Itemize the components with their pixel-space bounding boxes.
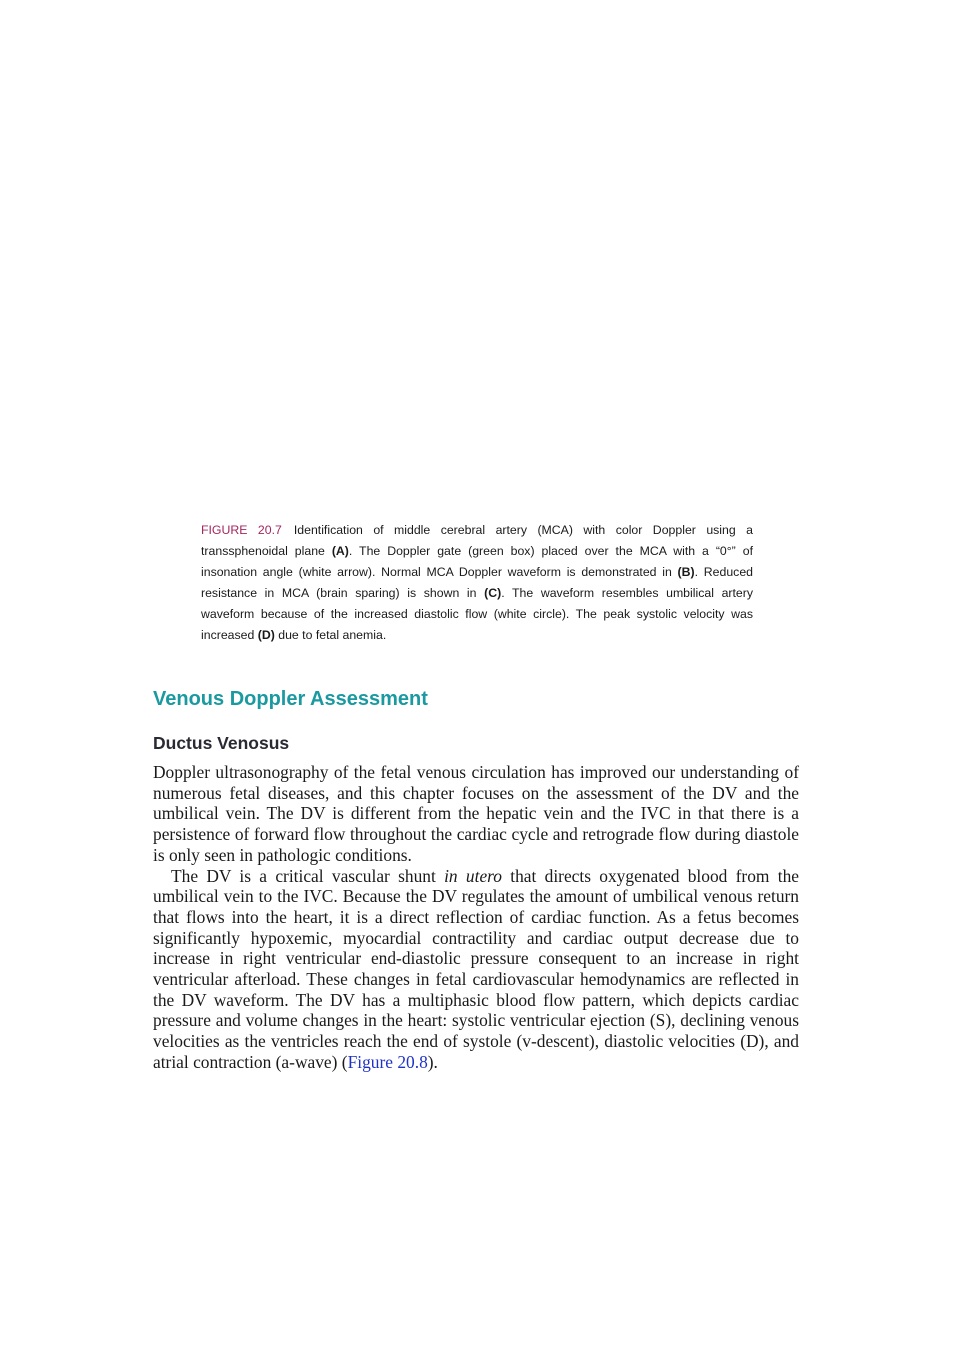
paragraph-text: The DV is a critical vascular shunt	[171, 865, 445, 886]
panel-reference: (C)	[484, 586, 502, 600]
paragraph-text: ).	[427, 1051, 438, 1072]
caption-text: . The Doppler gate (green box) placed ov…	[201, 544, 753, 579]
paragraph-text: that directs oxygenated blood from the u…	[153, 865, 799, 1072]
figure-caption-text: Identification of middle cerebral artery…	[201, 523, 753, 642]
paragraph: Doppler ultrasonography of the fetal ven…	[153, 762, 799, 865]
italic-term: in utero	[444, 865, 502, 886]
caption-text: Identification of middle cerebral artery…	[201, 523, 753, 558]
body-text: Doppler ultrasonography of the fetal ven…	[153, 762, 799, 1073]
panel-reference: (A)	[331, 544, 349, 558]
section-heading: Venous Doppler Assessment	[153, 688, 428, 710]
caption-text: due to fetal anemia.	[274, 628, 387, 642]
subsection-heading: Ductus Venosus	[153, 733, 290, 753]
paragraph: The DV is a critical vascular shunt in u…	[153, 866, 799, 1073]
caption-text: . The waveform resembles umbilical arter…	[201, 586, 753, 642]
figure-label: FIGURE 20.7	[201, 523, 282, 537]
panel-reference: (B)	[677, 565, 695, 579]
panel-reference: (D)	[257, 628, 275, 642]
figure-reference-link[interactable]: Figure 20.8	[347, 1051, 428, 1072]
caption-text: . Reduced resistance in MCA (brain spari…	[201, 565, 753, 600]
